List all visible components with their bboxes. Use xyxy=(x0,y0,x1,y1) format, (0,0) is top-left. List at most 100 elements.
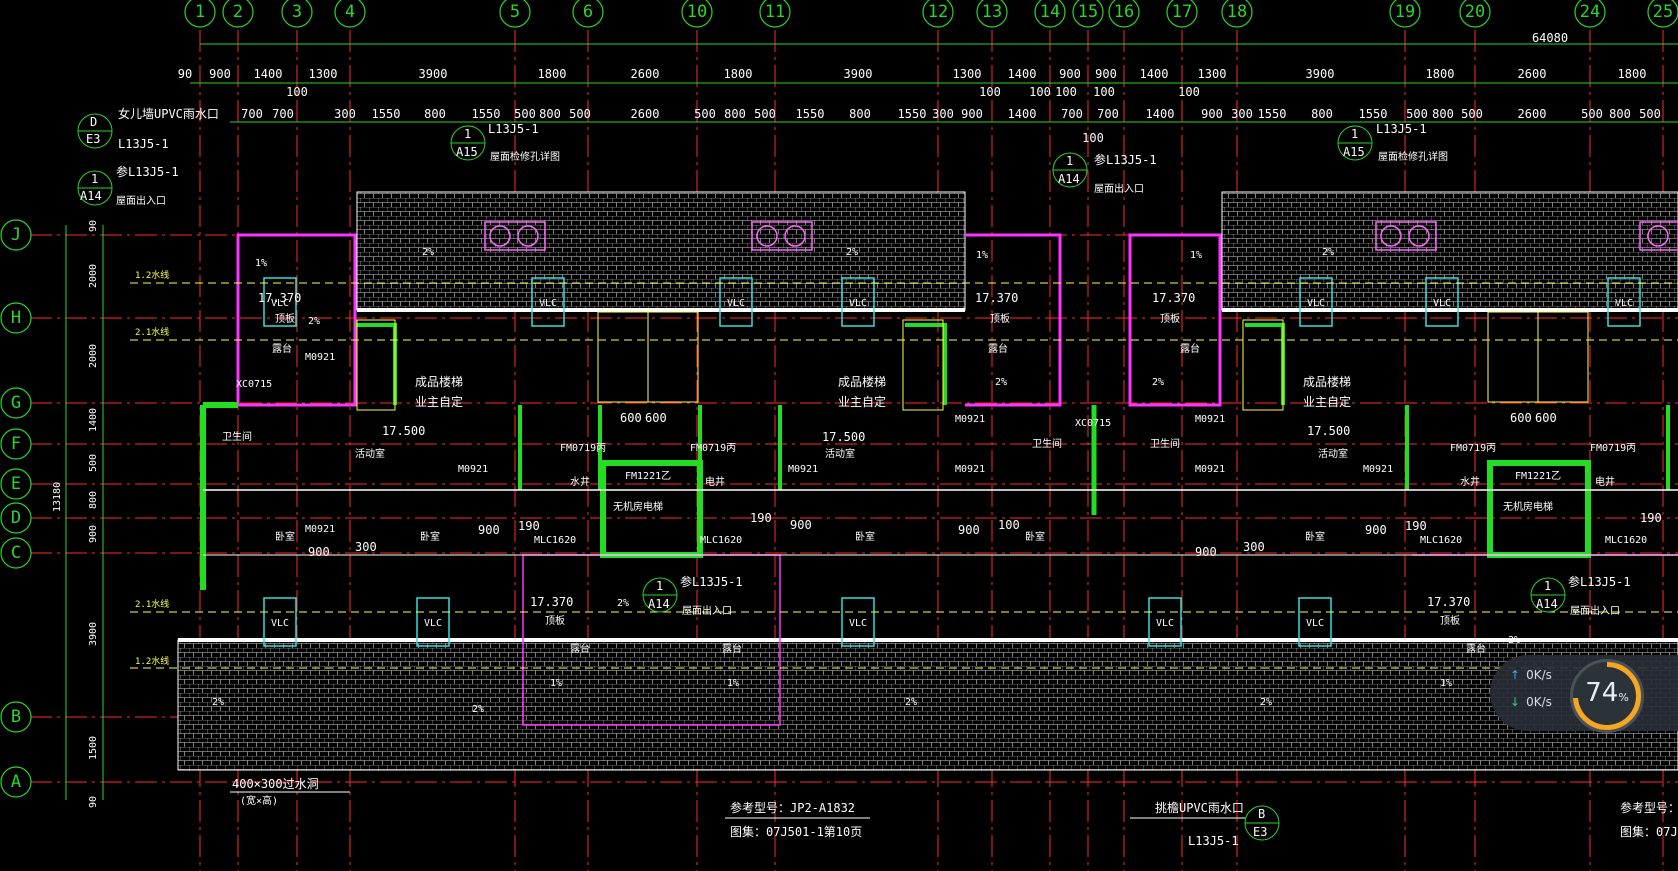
usage-percent-unit: % xyxy=(1618,691,1629,704)
top-dim-value: 1400 xyxy=(1008,67,1037,81)
top-dim-value: 800 xyxy=(1432,107,1454,121)
top-dim-value: 1550 xyxy=(1359,107,1388,121)
window-600-b: 600 xyxy=(645,411,667,425)
grid-column-bubble xyxy=(1221,0,1253,28)
water-lines xyxy=(130,282,1678,669)
ref-d: D xyxy=(90,115,97,129)
dim-300-a: 300 xyxy=(355,540,377,554)
roof-exit-left: 屋面出入口 xyxy=(116,194,166,207)
skylight-label: VLC xyxy=(849,618,867,629)
grid-row-bubble xyxy=(0,219,32,251)
door-mlc1620-c: MLC1620 xyxy=(1420,535,1462,546)
terrace-top-c: 顶板 xyxy=(1160,312,1180,325)
grid-column-label: 18 xyxy=(1227,2,1247,22)
top-dim-value: 1400 xyxy=(1140,67,1169,81)
roof-exit-mid: 屋面出入口 xyxy=(1094,182,1144,195)
slope-2-d: 2% xyxy=(995,377,1007,388)
ref-1-right: 1 xyxy=(1351,127,1358,141)
left-dim-value: 2000 xyxy=(88,344,99,368)
top-dim-value: 500 xyxy=(1581,107,1603,121)
network-speed-widget[interactable]: ↑0K/s ↓0K/s 74% xyxy=(1490,655,1678,733)
door-fm1221-a: FM1221乙 xyxy=(625,470,671,482)
grid-column-label: 25 xyxy=(1653,2,1673,22)
elec-well-a: 电井 xyxy=(705,475,725,488)
see-l13j5-bottom: 参L13J5-1 xyxy=(680,574,743,589)
grid-column-bubble xyxy=(1166,0,1198,28)
grid-column-bubble xyxy=(1647,0,1678,28)
bath-b: 卫生间 xyxy=(1032,437,1062,450)
skylight-label: VLC xyxy=(424,618,442,629)
dim-900-c: 900 xyxy=(790,518,812,532)
walls xyxy=(200,233,1678,726)
grid-row-label: J xyxy=(11,225,21,245)
top-dim-value: 800 xyxy=(539,107,561,121)
left-dim-value: 500 xyxy=(88,454,99,472)
dim-190-d: 190 xyxy=(1640,511,1662,525)
water-line-21-top: 2.1水线 xyxy=(135,326,169,338)
bath-a: 卫生间 xyxy=(222,430,252,443)
usage-gauge: 74% xyxy=(1570,659,1644,733)
window-600-d: 600 xyxy=(1535,411,1557,425)
water-line-12-bottom: 1.2水线 xyxy=(135,655,169,667)
top-dim-value: 1400 xyxy=(1146,107,1175,121)
window-600-c: 600 xyxy=(1510,411,1532,425)
owner-decides-c: 业主自定 xyxy=(1303,394,1351,409)
dim-900-d: 900 xyxy=(958,523,980,537)
door-m0921-g: M0921 xyxy=(1195,414,1225,425)
skylight-label: VLC xyxy=(1306,618,1324,629)
top-dim-value: 90 xyxy=(178,67,192,81)
top-dim-value: 1550 xyxy=(1258,107,1287,121)
slope-2-l: 2% xyxy=(1508,635,1520,646)
slope-1-d: 1% xyxy=(550,678,562,689)
roof-tile-top-right xyxy=(1221,191,1678,311)
water-line-21-bottom: 2.1水线 xyxy=(135,598,169,610)
skylight-frame xyxy=(1298,597,1332,647)
ref-a14-left: A14 xyxy=(80,189,102,203)
door-fm0719-d: FM0719丙 xyxy=(1590,443,1636,454)
grid-column-bubble xyxy=(222,0,254,28)
balcony-a: 露台 xyxy=(570,642,590,655)
slope-2-b: 2% xyxy=(422,247,434,258)
terrace-top-a: 顶板 xyxy=(275,312,295,325)
top-dim-value: 700 xyxy=(1061,107,1083,121)
grid-row-bubble xyxy=(0,468,32,500)
grid-row-bubble xyxy=(0,502,32,534)
grid-row-bubble xyxy=(0,428,32,460)
dim-300-b: 300 xyxy=(1243,540,1265,554)
ref-a14-mid: A14 xyxy=(1058,172,1080,186)
top-dim-value: 800 xyxy=(424,107,446,121)
door-m0921-h: M0921 xyxy=(1195,464,1225,475)
slope-2-e: 2% xyxy=(1152,377,1164,388)
ref-l13j5-bottom: L13J5-1 xyxy=(1188,834,1239,848)
level-17370-e: 17.370 xyxy=(1427,595,1470,609)
grid-column-bubble xyxy=(184,0,216,28)
grid-row-bubble xyxy=(0,766,32,798)
top-dim-value: 300 xyxy=(1231,107,1253,121)
slope-2-g: 2% xyxy=(212,697,224,708)
skylight-frame xyxy=(1425,277,1459,327)
top-dim-value: 2600 xyxy=(1518,67,1547,81)
top-dim-value: 1550 xyxy=(472,107,501,121)
top-dim-value: 800 xyxy=(849,107,871,121)
skylight-frame xyxy=(1299,277,1333,327)
window-xc0715-b: XC0715 xyxy=(1075,418,1111,429)
grid-column-label: 11 xyxy=(765,2,785,22)
skylight-frame xyxy=(719,277,753,327)
roof-exit-bottom-right: 屋面出入口 xyxy=(1570,604,1620,617)
window-xc0715-a: XC0715 xyxy=(236,379,272,390)
ventilation-fans xyxy=(484,221,1678,251)
roof-tile-top-left xyxy=(356,191,966,311)
top-dim-100: 100 xyxy=(979,85,1001,99)
skylight-label: VLC xyxy=(1433,298,1451,309)
elevator-b: 无机房电梯 xyxy=(1503,500,1553,513)
grid-row-label: G xyxy=(11,393,21,413)
skylight-label: VLC xyxy=(539,298,557,309)
elec-well-b: 电井 xyxy=(1595,475,1615,488)
bath-c: 卫生间 xyxy=(1150,437,1180,450)
left-dim-value: 900 xyxy=(88,525,99,543)
skylight-frame xyxy=(1607,277,1641,327)
roof-hole-detail-right: 屋面检修孔详图 xyxy=(1378,150,1448,163)
door-m0921-b: M0921 xyxy=(305,524,335,535)
elevator-a: 无机房电梯 xyxy=(613,500,663,513)
door-fm1221-b: FM1221乙 xyxy=(1515,470,1561,482)
